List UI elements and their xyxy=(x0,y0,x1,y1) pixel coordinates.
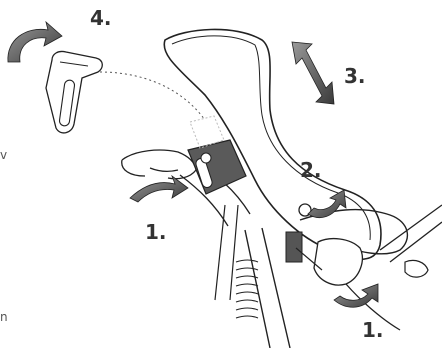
margin-text-fragment-bottom: n xyxy=(0,310,8,324)
push-arrow-left-icon xyxy=(129,174,189,203)
step-2-label: 2. xyxy=(300,158,322,182)
right-hand xyxy=(313,237,363,286)
step-1-left-label: 1. xyxy=(145,220,167,244)
step-3-label: 3. xyxy=(344,64,366,88)
lower-lock-mechanism xyxy=(285,231,323,271)
left-hand xyxy=(121,149,197,180)
right-arm xyxy=(345,283,401,331)
frame-tube-right xyxy=(379,204,442,263)
margin-text-fragment-top: v xyxy=(0,148,8,162)
frame-tube-secondary xyxy=(214,204,239,301)
lift-arrow-icon xyxy=(333,283,379,308)
vertical-double-arrow-icon xyxy=(291,41,335,105)
seat-backrest-inner xyxy=(171,35,371,241)
frame-tube-main xyxy=(244,227,291,349)
seat-cushion xyxy=(299,208,409,255)
suspension-spring xyxy=(235,259,259,319)
seat-backrest-outline xyxy=(163,28,382,261)
seat-bracket xyxy=(187,139,247,195)
step-1-bottom-label: 1. xyxy=(362,318,384,342)
dotted-path xyxy=(99,71,206,121)
frame-wheel-mount xyxy=(404,259,429,278)
step-4-label: 4. xyxy=(90,6,112,30)
rotate-arrow-icon xyxy=(7,20,63,63)
detached-bracket xyxy=(45,50,103,134)
bracket-ghost xyxy=(189,115,225,149)
adjust-knob xyxy=(298,203,312,217)
turn-arrow-icon xyxy=(307,189,347,218)
